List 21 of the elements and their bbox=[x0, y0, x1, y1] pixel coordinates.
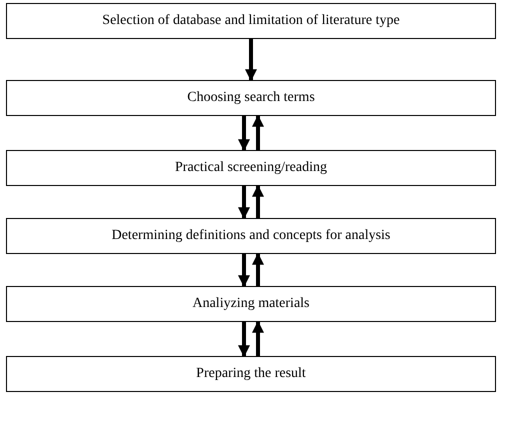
arrow bbox=[252, 184, 264, 218]
arrow bbox=[238, 254, 250, 288]
box-label: Choosing search terms bbox=[187, 90, 315, 106]
arrow bbox=[245, 39, 257, 82]
process-box bbox=[6, 218, 496, 254]
arrow bbox=[252, 114, 264, 150]
box-label: Practical screening/reading bbox=[175, 160, 327, 176]
arrow bbox=[238, 116, 250, 152]
box-label: Preparing the result bbox=[196, 366, 306, 382]
arrow bbox=[252, 252, 264, 286]
process-box bbox=[6, 80, 496, 116]
process-box bbox=[6, 286, 496, 322]
arrow bbox=[238, 186, 250, 220]
box-label: Determining definitions and concepts for analysis bbox=[112, 228, 390, 244]
arrow bbox=[252, 320, 264, 356]
process-box bbox=[6, 3, 496, 39]
box-label: Selection of database and limitation of literature type bbox=[102, 13, 400, 29]
box-label: Analiyzing materials bbox=[192, 296, 310, 312]
process-box bbox=[6, 356, 496, 392]
process-box bbox=[6, 150, 496, 186]
arrow bbox=[238, 322, 250, 358]
